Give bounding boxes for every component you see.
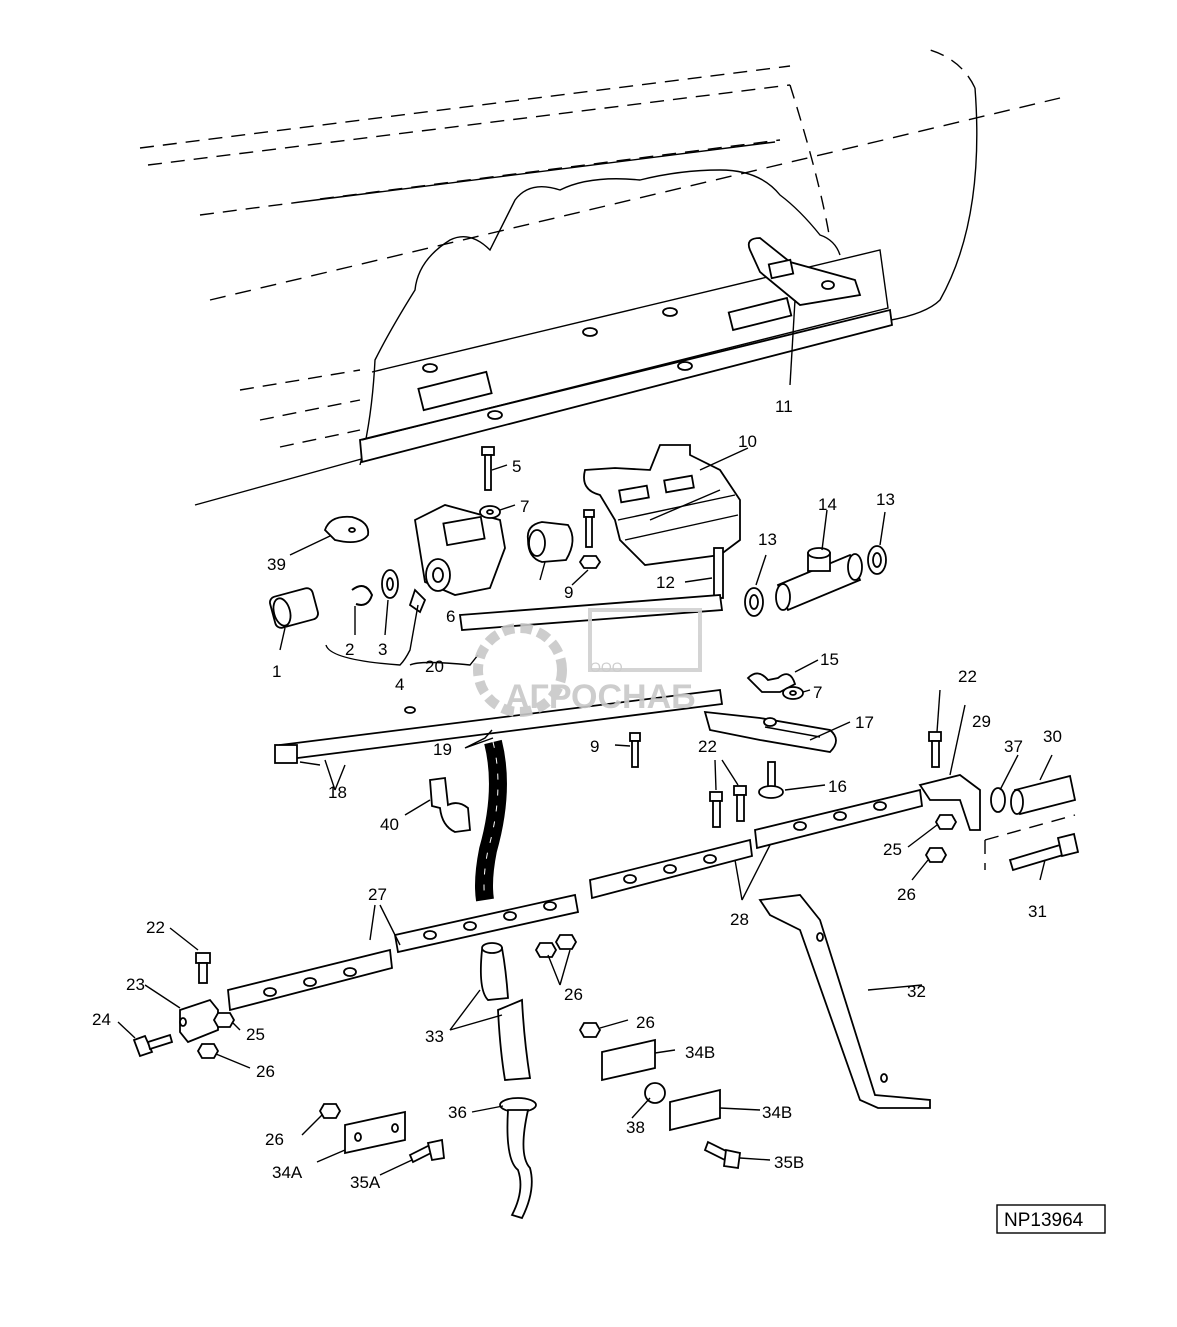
callout-18: 18: [328, 783, 347, 802]
callout-13a: 13: [758, 530, 777, 549]
callout-2: 2: [345, 640, 354, 659]
callout-11: 11: [775, 397, 793, 416]
callout-22a: 22: [146, 918, 165, 937]
callout-9b: 9: [590, 737, 599, 756]
callout-3: 3: [378, 640, 387, 659]
callout-26a: 26: [256, 1062, 275, 1081]
watermark: ООО АГРОСНАБ: [473, 608, 702, 717]
callout-16: 16: [828, 777, 847, 796]
callout-22b: 22: [698, 737, 717, 756]
brackets: [132, 731, 1080, 1220]
callout-27: 27: [368, 885, 387, 904]
callout-10: 10: [738, 432, 757, 451]
callouts: 1 2 3 4 5 6 7 7 9 9 10 11 12 13 13 14 15…: [92, 397, 1062, 1192]
callout-6: 6: [446, 607, 455, 626]
callout-7b: 7: [813, 683, 822, 702]
callout-14: 14: [818, 495, 837, 514]
callout-25a: 25: [246, 1025, 265, 1044]
callout-26e: 26: [897, 885, 916, 904]
callout-5: 5: [512, 457, 521, 476]
callout-22c: 22: [958, 667, 977, 686]
linkage: [274, 672, 837, 799]
callout-25b: 25: [883, 840, 902, 859]
leader-lines: [117, 299, 1053, 1176]
callout-19: 19: [433, 740, 452, 759]
callout-38: 38: [626, 1118, 645, 1137]
callout-15: 15: [820, 650, 839, 669]
callout-34b2: 34B: [762, 1103, 792, 1122]
callout-32: 32: [907, 982, 926, 1001]
callout-26b: 26: [564, 985, 583, 1004]
header-outline: [139, 49, 1061, 506]
callout-33: 33: [425, 1027, 444, 1046]
callout-13b: 13: [876, 490, 895, 509]
callout-7a: 7: [520, 497, 529, 516]
callout-26c: 26: [636, 1013, 655, 1032]
callout-20: 20: [425, 657, 444, 676]
callout-28: 28: [730, 910, 749, 929]
gauge-bracket: [583, 444, 741, 566]
callout-37: 37: [1004, 737, 1023, 756]
callout-35b: 35B: [774, 1153, 804, 1172]
figure-code-box: NP13964: [996, 1204, 1106, 1234]
callout-29: 29: [972, 712, 991, 731]
small-parts: [269, 446, 887, 631]
callout-30: 30: [1043, 727, 1062, 746]
callout-23: 23: [126, 975, 145, 994]
callout-36: 36: [448, 1103, 467, 1122]
callout-35a: 35A: [350, 1173, 381, 1192]
callout-4: 4: [395, 675, 404, 694]
figure-code: NP13964: [1004, 1210, 1084, 1231]
watermark-small: ООО: [590, 659, 623, 675]
callout-24: 24: [92, 1010, 111, 1029]
callout-39: 39: [267, 555, 286, 574]
hose: [429, 739, 507, 902]
callout-34b1: 34B: [685, 1043, 715, 1062]
callout-34a: 34A: [272, 1163, 303, 1182]
callout-17: 17: [855, 713, 874, 732]
callout-40: 40: [380, 815, 399, 834]
watermark-brand: АГРОСНАБ: [505, 678, 696, 716]
callout-31: 31: [1028, 902, 1047, 921]
callout-9a: 9: [564, 583, 573, 602]
callout-1: 1: [272, 662, 281, 681]
tubes: [227, 788, 923, 1012]
callout-26d: 26: [265, 1130, 284, 1149]
callout-12: 12: [656, 573, 675, 592]
